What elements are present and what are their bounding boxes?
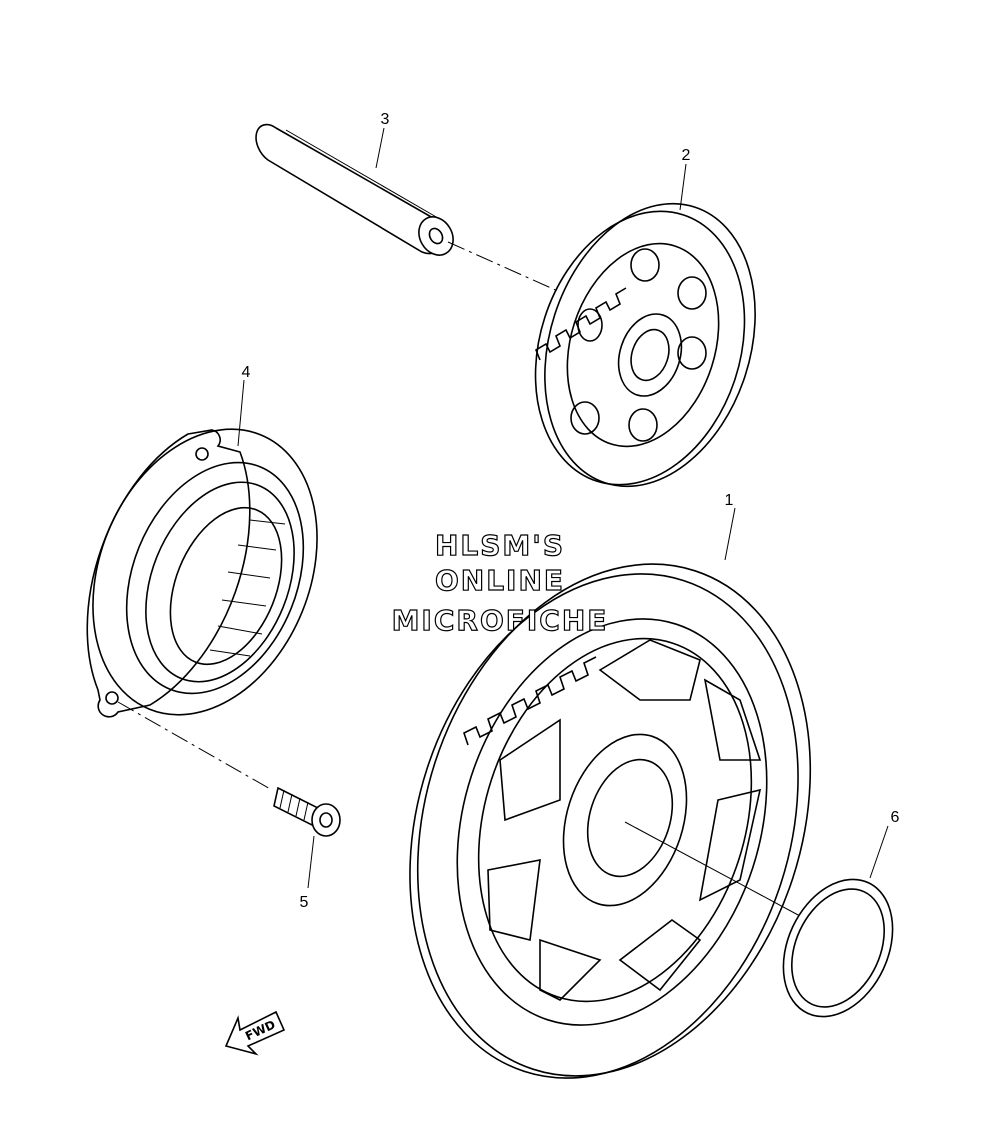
bolt-centerline (117, 701, 273, 791)
forward-direction-arrow: FWD (224, 1010, 286, 1056)
svg-text:3: 3 (381, 111, 390, 128)
clutch-housing-part[interactable] (52, 395, 358, 748)
svg-text:ONLINE: ONLINE (435, 564, 565, 597)
callout-1: 1 (724, 492, 736, 561)
svg-text:5: 5 (300, 894, 309, 911)
svg-text:HLSM'S: HLSM'S (435, 529, 565, 562)
callout-4: 4 (237, 364, 251, 447)
callout-2: 2 (679, 147, 691, 211)
washer-part[interactable] (762, 862, 913, 1035)
washer-centerline (624, 821, 801, 917)
svg-text:4: 4 (242, 364, 251, 381)
callout-3: 3 (375, 111, 390, 169)
idle-gear-part[interactable] (502, 176, 790, 514)
bolt-part[interactable] (273, 786, 341, 837)
shaft-part[interactable] (255, 123, 460, 262)
callout-6: 6 (869, 809, 900, 879)
callout-5: 5 (300, 835, 315, 911)
shaft-centerline (447, 241, 561, 293)
large-gear-part[interactable] (347, 513, 873, 1129)
svg-text:1: 1 (725, 492, 734, 509)
svg-text:2: 2 (682, 147, 691, 164)
svg-text:MICROFICHE: MICROFICHE (392, 604, 609, 637)
svg-text:6: 6 (891, 809, 900, 826)
watermark: HLSM'S ONLINE MICROFICHE (391, 528, 609, 637)
